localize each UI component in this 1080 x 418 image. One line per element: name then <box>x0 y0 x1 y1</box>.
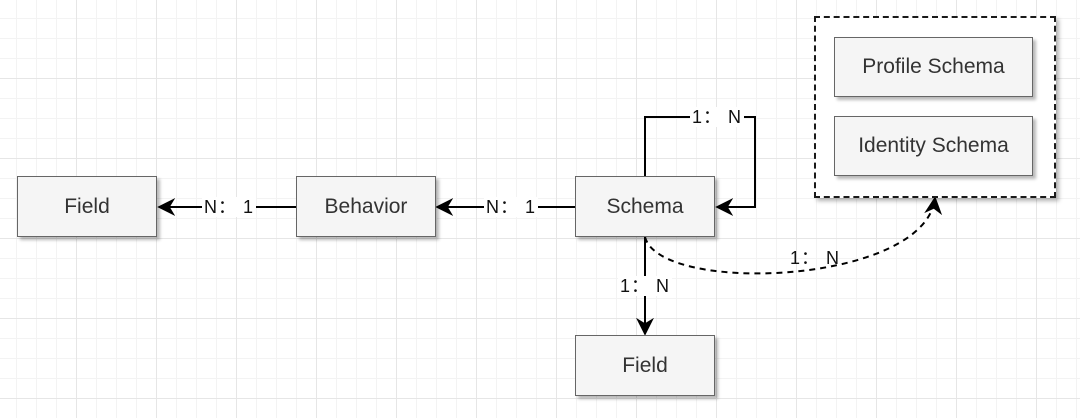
node-identity-schema[interactable]: Identity Schema <box>834 116 1033 176</box>
node-schema-label: Schema <box>606 194 684 218</box>
node-behavior[interactable]: Behavior <box>296 176 436 237</box>
edge-label-schema-to-group: 1： N <box>790 248 841 268</box>
edge-label-schema-to-behavior: N： 1 <box>484 197 539 217</box>
node-profile-schema[interactable]: Profile Schema <box>834 37 1033 97</box>
edge-label-schema-self: 1： N <box>690 107 745 127</box>
node-field-bottom[interactable]: Field <box>575 335 715 396</box>
node-schema[interactable]: Schema <box>575 176 715 237</box>
node-profile-schema-label: Profile Schema <box>862 55 1005 78</box>
node-identity-schema-label: Identity Schema <box>858 134 1009 157</box>
node-behavior-label: Behavior <box>324 194 408 218</box>
edge-schema-to-group <box>644 196 943 275</box>
edge-label-behavior-to-field: N： 1 <box>202 197 257 217</box>
node-field-left[interactable]: Field <box>17 176 157 237</box>
node-field-left-label: Field <box>64 194 110 218</box>
edge-schema-self-loop <box>644 116 756 216</box>
edge-label-schema-to-field: 1： N <box>618 276 673 296</box>
node-field-bottom-label: Field <box>622 353 668 377</box>
